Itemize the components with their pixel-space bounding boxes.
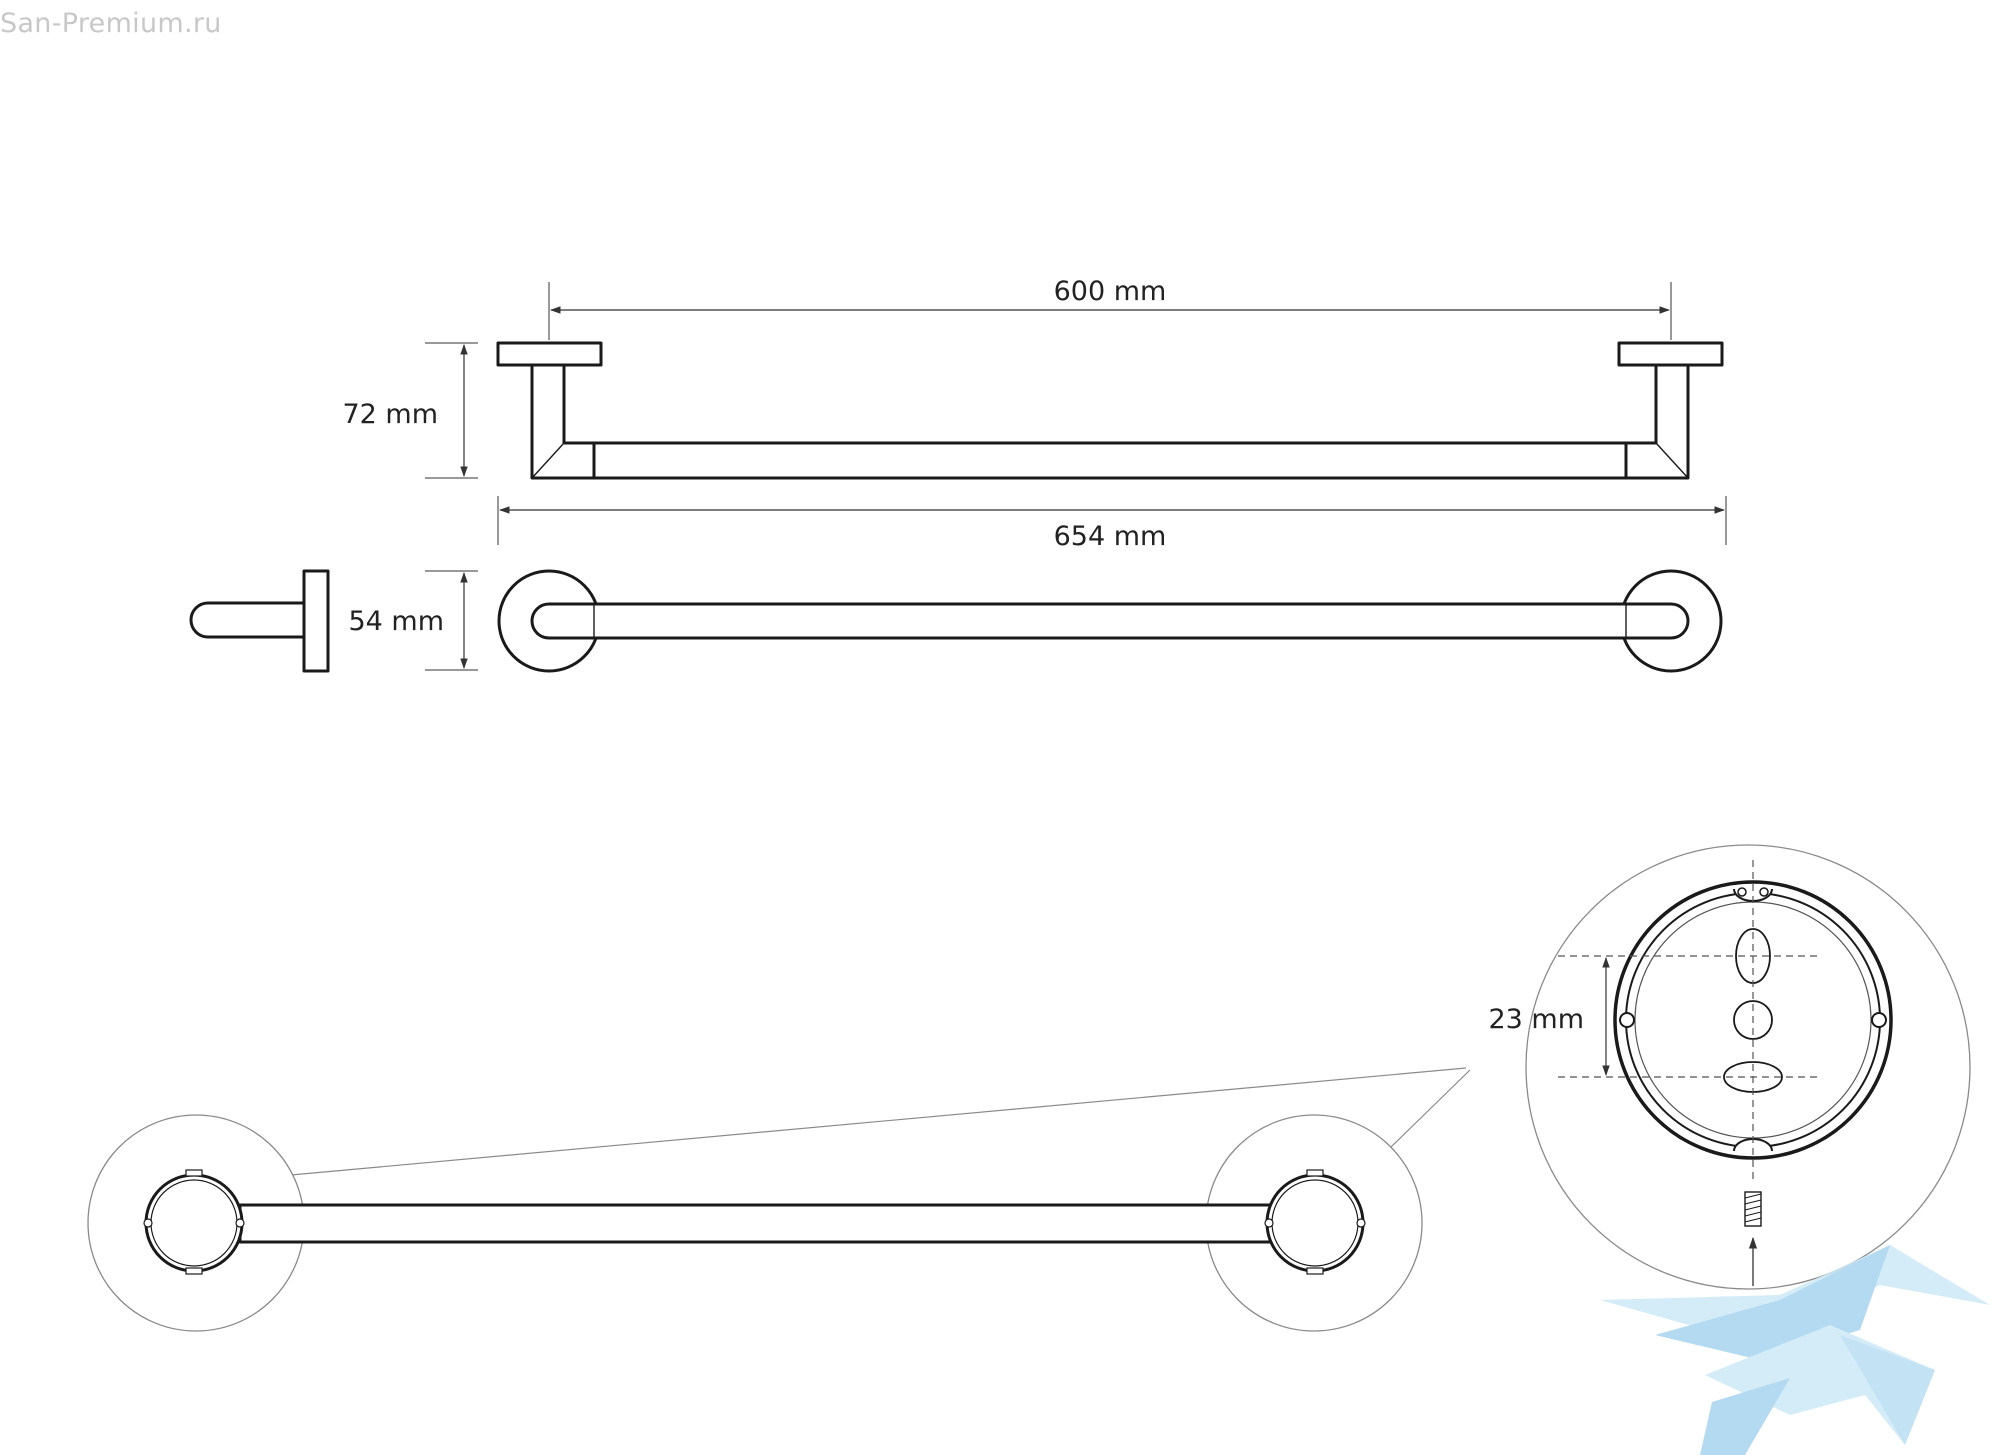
- dimension-600: 600 mm: [548, 276, 1672, 340]
- side-arm: [189, 601, 306, 639]
- top-bar: [530, 602, 1690, 640]
- mounting-view: [87, 1067, 1471, 1332]
- left-mount-plate: [143, 1169, 245, 1275]
- front-bar: [592, 441, 1628, 480]
- bird-logo-icon: [1600, 1245, 1990, 1455]
- side-flange: [302, 569, 330, 673]
- label-23: 23 mm: [1488, 1004, 1584, 1035]
- right-wall-flange: [1617, 341, 1724, 367]
- dimension-54: 54 mm: [348, 570, 478, 671]
- label-54: 54 mm: [348, 606, 444, 637]
- watermark-text: San-Premium.ru: [0, 8, 222, 39]
- right-mount-plate: [1264, 1169, 1366, 1275]
- left-wall-flange: [496, 341, 603, 367]
- dimension-72: 72 mm: [342, 342, 478, 479]
- label-72: 72 mm: [342, 399, 438, 430]
- side-view: [189, 569, 330, 673]
- top-view: [497, 569, 1723, 673]
- screw-icon: [1744, 1191, 1762, 1227]
- right-arm: [1624, 363, 1690, 480]
- magnified-detail: 23 mm: [1488, 844, 1971, 1290]
- label-654: 654 mm: [1054, 521, 1167, 552]
- front-view: [496, 341, 1724, 480]
- left-arm: [530, 363, 596, 480]
- dimension-654: 654 mm: [497, 496, 1727, 552]
- mounting-bar: [238, 1203, 1272, 1244]
- label-600: 600 mm: [1054, 276, 1167, 307]
